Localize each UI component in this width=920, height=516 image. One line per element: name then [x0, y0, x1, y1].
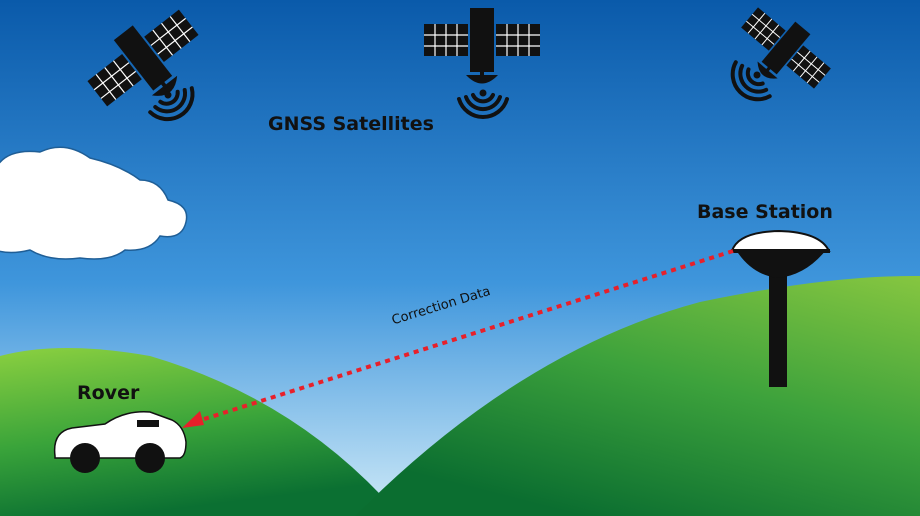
car-icon — [53, 411, 187, 473]
cloud-icon — [0, 146, 188, 260]
base-station-label: Base Station — [697, 201, 833, 223]
satellites-label: GNSS Satellites — [268, 113, 434, 135]
gnss-antenna-icon — [730, 229, 831, 387]
correction-data-arrow — [182, 249, 734, 428]
left-hill — [0, 348, 400, 516]
rover-label: Rover — [77, 382, 140, 404]
